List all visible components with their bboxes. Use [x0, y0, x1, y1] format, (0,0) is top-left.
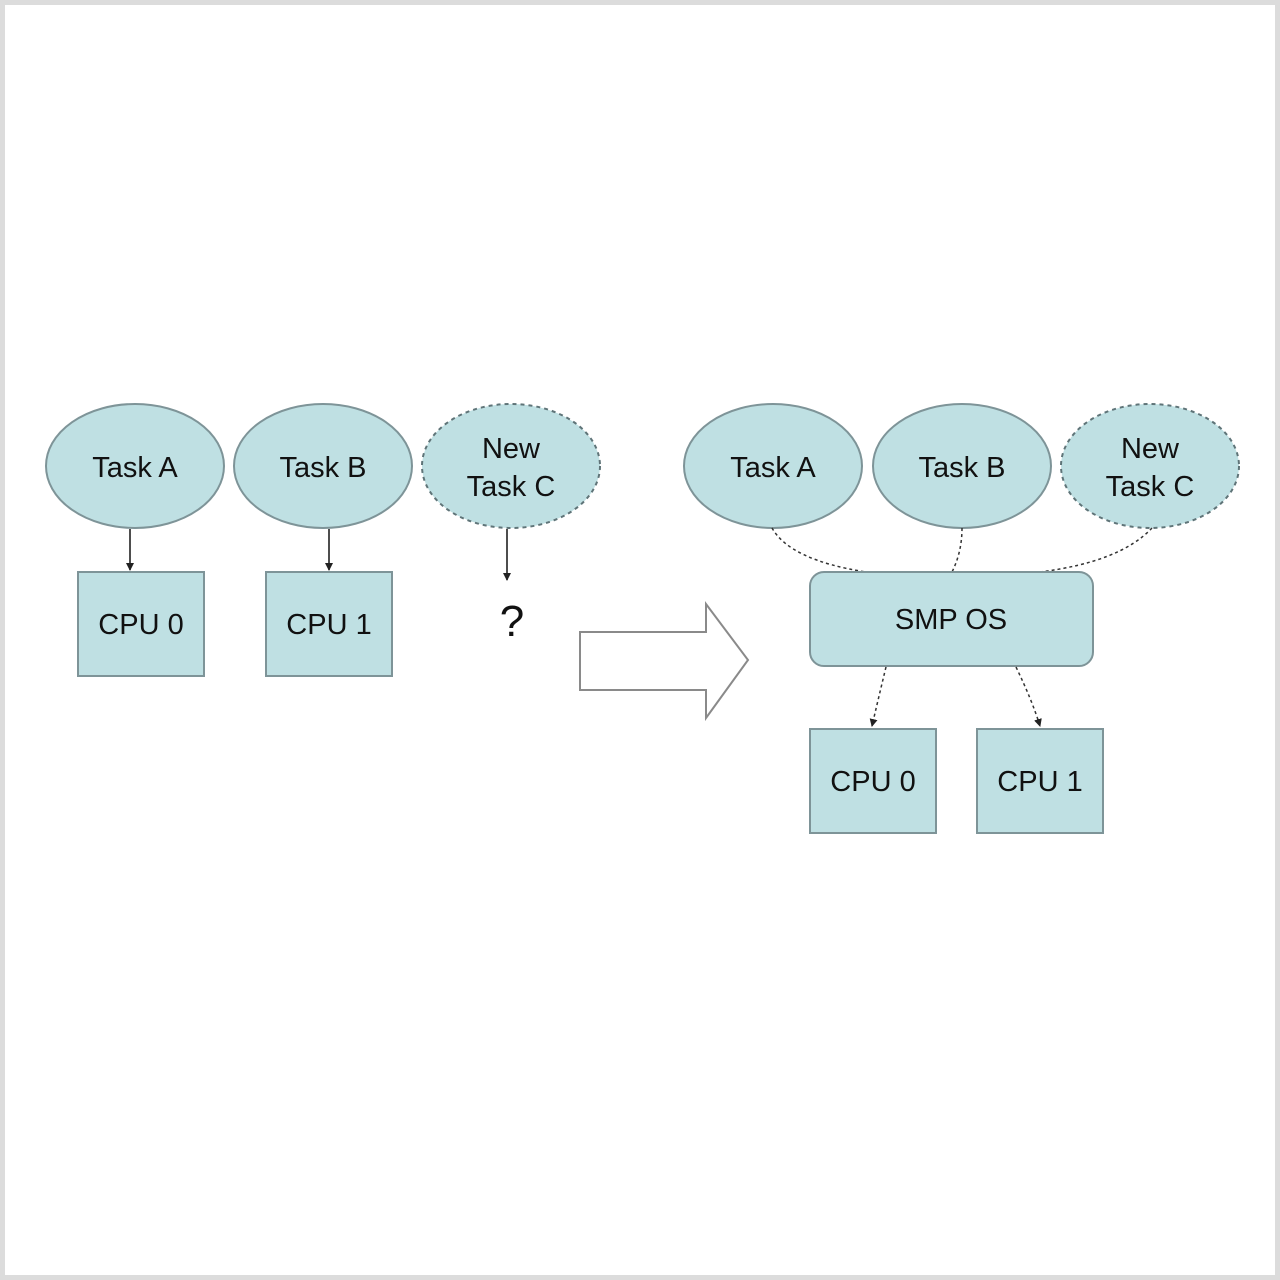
smp-os-node: SMP OS: [809, 571, 1094, 667]
left-cpu1-node: CPU 1: [265, 571, 393, 677]
right-cpu1-node: CPU 1: [976, 728, 1104, 834]
right-edge-task-a-to-os: [771, 527, 867, 573]
right-cpu1-label: CPU 1: [997, 766, 1082, 798]
left-task-b-label: Task B: [279, 452, 366, 484]
right-cpu0-node: CPU 0: [809, 728, 937, 834]
left-task-a-node: Task A: [45, 403, 225, 529]
right-scenario: Task A Task B New Task C SMP OS CPU 0: [683, 403, 1240, 834]
left-cpu1-label: CPU 1: [286, 609, 371, 641]
right-edge-os-to-cpu0: [869, 666, 887, 727]
right-edge-task-c-to-os: [1039, 527, 1153, 573]
left-task-b-node: Task B: [233, 403, 413, 529]
smp-os-label: SMP OS: [895, 604, 1007, 636]
right-cpu0-label: CPU 0: [830, 766, 915, 798]
right-task-b-label: Task B: [918, 452, 1005, 484]
left-scenario: Task A Task B New Task C CPU 0 CPU 1 ?: [45, 403, 601, 677]
right-task-c-label-line1: New: [1121, 433, 1180, 465]
left-new-task-c-node: New Task C: [421, 403, 601, 529]
right-new-task-c-node: New Task C: [1060, 403, 1240, 529]
left-cpu0-label: CPU 0: [98, 609, 183, 641]
left-task-c-label-line2: Task C: [467, 471, 556, 503]
right-task-c-label-line2: Task C: [1106, 471, 1195, 503]
right-task-b-node: Task B: [872, 403, 1052, 529]
unassigned-question-mark: ?: [500, 597, 524, 646]
right-task-a-label: Task A: [730, 452, 816, 484]
right-task-a-node: Task A: [683, 403, 863, 529]
right-edge-os-to-cpu1: [1015, 666, 1042, 727]
left-task-c-label-line1: New: [482, 433, 541, 465]
left-cpu0-node: CPU 0: [77, 571, 205, 677]
left-task-a-label: Task A: [92, 452, 178, 484]
right-edge-task-b-to-os: [951, 527, 963, 573]
transition-arrow: [579, 601, 750, 722]
